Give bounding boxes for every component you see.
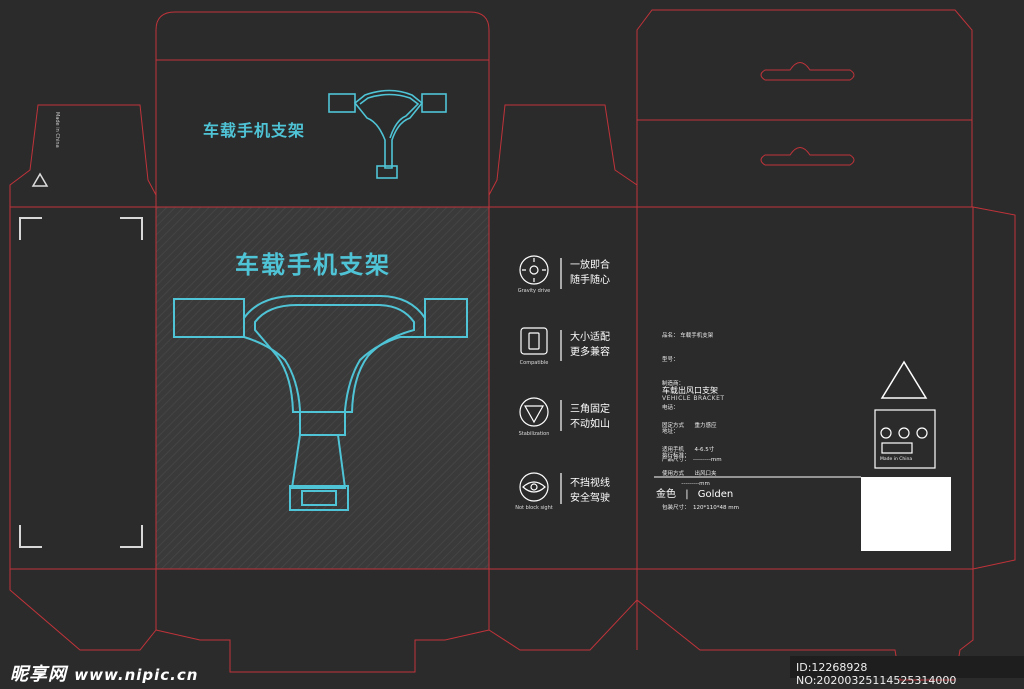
barcode-area xyxy=(861,477,951,551)
feature-1-text: 一放即合 随手随心 xyxy=(570,260,610,286)
phone-holder-small-illustration xyxy=(328,89,447,179)
feature-icons xyxy=(519,255,562,504)
triangle-stabilization-icon xyxy=(519,397,549,427)
certification-box xyxy=(874,409,936,469)
spec-rows: 固定方式 重力感应 适用手机 4-6.5寸 使用方式 出风口夹 xyxy=(662,423,717,477)
spec-size-rows: 产品尺寸： ---------mm ---------mm 包装尺寸： 120*… xyxy=(662,457,739,511)
feature-3-text: 三角固定 不动如山 xyxy=(570,404,610,430)
warning-triangle-icon xyxy=(880,360,928,399)
phone-holder-large-illustration xyxy=(173,295,468,511)
left-flap-vertical-text: Made in China xyxy=(54,112,60,148)
recycle-icon xyxy=(31,172,49,187)
gravity-drive-icon xyxy=(519,255,549,285)
feature-2-text: 大小适配 更多兼容 xyxy=(570,332,610,358)
spec-title: 车载出风口支架 xyxy=(662,386,718,395)
color-line: 金色 | Golden xyxy=(656,489,734,500)
dieline-lines xyxy=(9,9,1016,681)
phone-compatible-icon-frame xyxy=(520,327,548,355)
watermark-left: 昵享网 www.nipic.cn xyxy=(10,664,199,685)
top-flap-title: 车载手机支架 xyxy=(203,121,306,140)
feature-3-label: Stabilization xyxy=(518,431,550,437)
feature-4-text: 不挡视线 安全驾驶 xyxy=(570,478,610,504)
feature-1-label: Gravity drive xyxy=(517,288,551,294)
feature-2-label: Compatible xyxy=(519,360,549,366)
feature-4-label: Not block sight xyxy=(515,505,553,511)
left-panel-crop-marks xyxy=(19,217,143,548)
front-panel xyxy=(156,207,489,569)
watermark-id: ID:12268928 NO:20200325114525314000 xyxy=(796,661,957,687)
eye-icon xyxy=(519,472,549,502)
product-info-block: 品名： 车载手机支架 型号： 制造商： 电话： 地址： 执行标准： xyxy=(662,333,714,459)
watermark-bar xyxy=(790,656,1024,678)
made-in-label: Made in China xyxy=(880,457,913,462)
spec-subtitle: VEHICLE BRACKET xyxy=(662,395,725,402)
front-panel-title: 车载手机支架 xyxy=(235,251,391,279)
